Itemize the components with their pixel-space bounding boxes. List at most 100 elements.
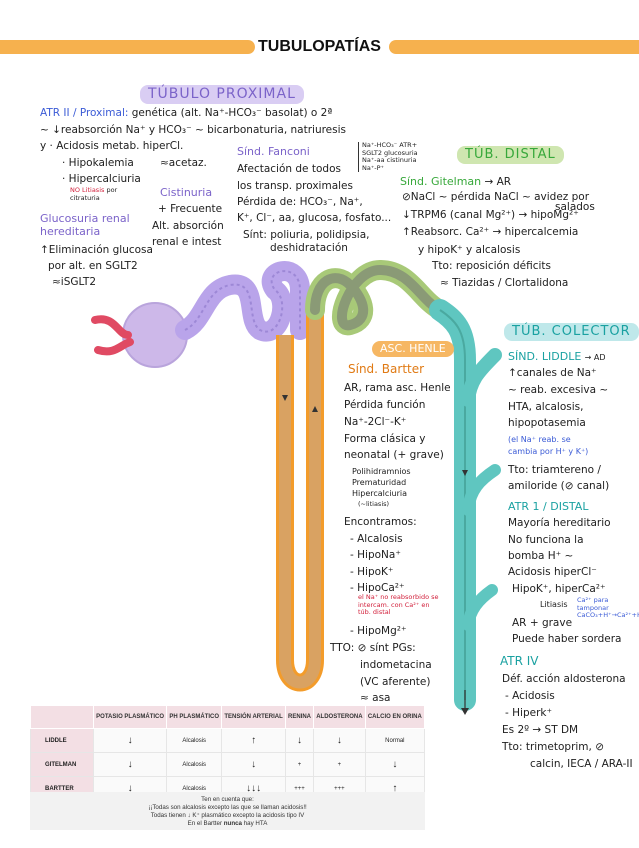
cell-value: ↓ [251,759,257,770]
table-header-potassium: POTASIO PLASMÁTICO [92,705,168,729]
proximal-tubule-lumen [184,270,301,333]
bartter-line12: - HipoNa⁺ [350,549,401,561]
fanconi-title: Sínd. Fanconi [237,145,310,158]
note-line4: En el Bartter nunca hay HTA [30,820,425,828]
table-row: LIDDLE ↓ Alcalosis ↑ ↓ ↓ Normal [30,728,426,753]
cell-value: ↓↓↓ [246,783,262,794]
cell-value: ↓ [297,735,303,746]
gitelman-title-line: Sínd. Gitelman → AR [400,175,511,189]
comparison-table: POTASIO PLASMÁTICO PH PLASMÁTICO TENSIÓN… [30,705,426,801]
cell-gitelman-aldosterone: + [313,752,366,777]
cell-liddle-urine-calcium: Normal [364,728,426,753]
collecting-duct [429,299,476,711]
bartter-line7: Prematuridad [352,478,407,487]
atr1-line8: Puede haber sordera [512,633,622,645]
table-header-blank [30,705,94,729]
fanconi-line6: deshidratación [270,242,348,254]
row-label-gitelman: GITELMAN [30,752,94,777]
fanconi-line2: los transp. proximales [237,180,353,192]
atr2-title: ATR II / Proximal: [40,107,129,119]
atr2-line4b: ≈acetaz. [160,157,207,169]
liddle-title-line: SÍND. LIDDLE → AD [508,350,606,364]
atr2-text1: genética (alt. Na⁺-HCO₃⁻ basolat) o 2ª [131,107,333,119]
proximal-heading: TÚBULO PROXIMAL [140,85,304,104]
distal-tubule-inner [310,264,445,331]
atr4-line5: Tto: trimetoprim, ⊘ [502,741,605,753]
atr2-line1: ATR II / Proximal: genética (alt. Na⁺-HC… [40,107,332,120]
cell-liddle-ph: Alcalosis [166,728,223,753]
cistinuria-line3: renal e intest [152,236,222,248]
table-header-row: POTASIO PLASMÁTICO PH PLASMÁTICO TENSIÓN… [30,705,426,729]
bartter-line8: Hipercalciuria [352,489,407,498]
atr4-line2: - Acidosis [505,690,555,702]
liddle-inheritance: → AD [584,353,606,362]
cell-value: ↑ [392,783,398,794]
bartter-line6: Polihidramnios [352,467,411,476]
table-header-aldosterone: ALDOSTERONA [313,705,366,729]
cell-value: ↓ [336,735,342,746]
table-header-urine-calcium: CALCIO EN ORINA [364,705,426,729]
gitelman-line5: Tto: reposición déficits [432,260,551,272]
cell-liddle-potassium: ↓ [92,728,168,753]
atr1-line7: AR + grave [512,617,573,629]
cell-value: ↓ [127,735,133,746]
bartter-line15: - HipoMg²⁺ [350,625,407,637]
fanconi-transporter-3: Na⁺-aa cistinuria [362,156,417,164]
atr1-line3: bomba H⁺ ~ [508,550,574,562]
bartter-line16: TTO: ⊘ sínt PGs: [330,642,416,654]
gitelman-line4: y hipoK⁺ y alcalosis [418,244,521,256]
cistinuria-title: Cistinuria [160,186,213,199]
atr1-line4: Acidosis hiperCl⁻ [508,566,597,578]
cell-value: ↓ [127,759,133,770]
cell-gitelman-renin: + [284,752,315,777]
note-line1: Ten en cuenta que: [201,796,254,803]
cell-gitelman-bp: ↓ [221,752,286,777]
bartter-line4: Forma clásica y [344,433,426,445]
liddle-line5: (el Na⁺ reab. se [508,435,571,444]
atr1-line6: Litiasis [540,600,568,609]
atr4-line4: Es 2º → ST DM [502,724,579,736]
bartter-line1: AR, rama asc. Henle [344,382,451,394]
glucosuria-line1: ↑Eliminación glucosa [40,244,153,256]
row-label-liddle: LIDDLE [30,728,94,753]
liddle-line1: ↑canales de Na⁺ [508,367,597,379]
cell-value: ↓ [127,783,133,794]
proximal-tubule [175,261,310,342]
cistinuria-line1: + Frecuente [158,203,223,215]
title-decoration-left [0,40,255,54]
distal-heading: TÚB. DISTAL [457,146,564,164]
afferent-arteriole [91,315,132,339]
collector-heading: TÚB. COLECTOR [504,323,639,341]
note-box: Ten en cuenta que: ¡¡Todas son alcalosis… [30,792,425,830]
bartter-line5: neonatal (+ grave) [344,449,444,461]
gitelman-inheritance: → AR [484,176,512,188]
flow-arrow-henle-up [312,406,318,412]
atr2-line4: · Hipokalemia [62,157,134,169]
atr4-line3: - Hiperk⁺ [505,707,553,719]
bartter-line18: (VC aferente) [360,676,431,688]
flow-arrow-head [461,708,469,715]
henle-heading: ASC. HENLE [372,341,454,357]
glucosuria-line3: ≈iSGLT2 [52,276,97,288]
atr4-line6: calcin, IECA / ARA-II [530,758,633,770]
bartter-line10: Encontramos: [344,516,417,528]
gitelman-line3: ↑Reabsorc. Ca²⁺ → hipercalcemia [402,226,579,238]
gitelman-line2: ↓TRPM6 (canal Mg²⁺) → hipoMg²⁺ [402,209,579,221]
cell-value: ↑ [251,735,257,746]
atr1-line2: No funciona la [508,534,584,546]
fanconi-transporter-1: Na⁺-HCO₃⁻ ATR+ [362,141,418,149]
liddle-line2: ~ reab. excesiva ~ [508,384,609,396]
fanconi-transporters: Na⁺-HCO₃⁻ ATR+ SGLT2 glucosuria Na⁺-aa c… [358,141,442,172]
collecting-branch-1 [461,348,502,407]
table-row: GITELMAN ↓ Alcalosis ↓ + + ↓ [30,752,426,777]
atr4-title: ATR IV [500,654,539,668]
liddle-title: SÍND. LIDDLE [508,350,582,363]
citraturia-text: por citraturia [70,186,118,202]
cell-gitelman-urine-calcium: ↓ [364,752,426,777]
table-header-blood-pressure: TENSIÓN ARTERIAL [221,705,286,729]
cell-liddle-aldosterone: ↓ [313,728,366,753]
atr2-line5-note: NO Litiasis por citraturia [70,186,140,202]
fanconi-line3: Pérdida de: HCO₃⁻, Na⁺, [237,196,363,208]
fanconi-line1: Afectación de todos [237,163,341,175]
loop-of-henle [279,310,321,689]
